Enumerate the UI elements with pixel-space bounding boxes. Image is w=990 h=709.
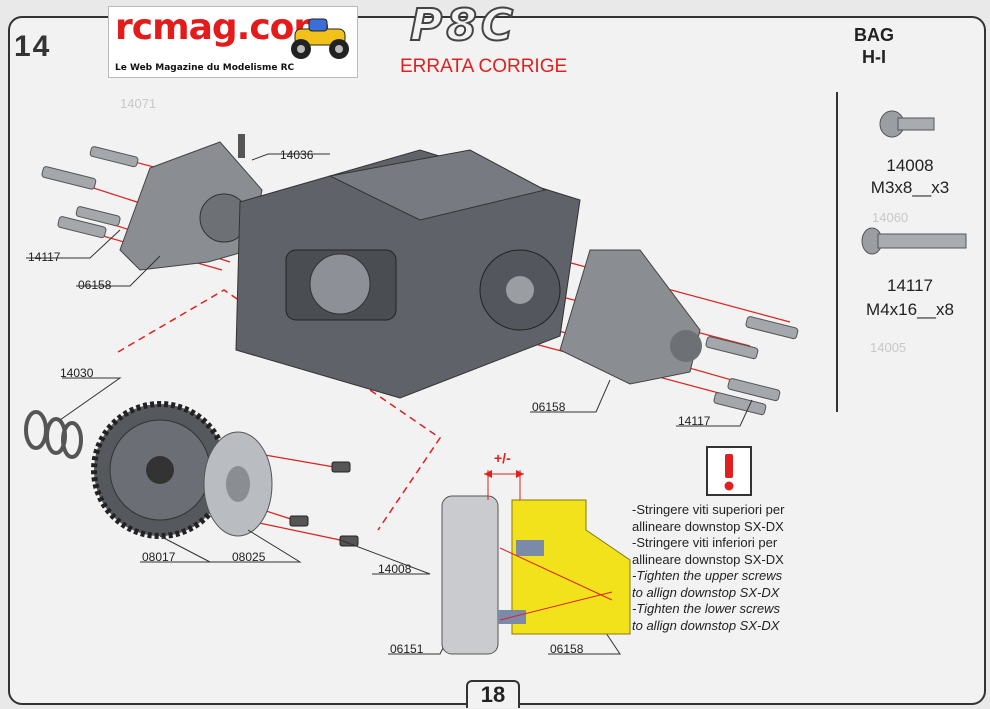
callout-08017: 08017: [142, 550, 176, 564]
ghost-bg-text: 14071: [120, 96, 157, 111]
rcmag-logo[interactable]: rcmag.com Le Web Magazine du Modelisme R…: [108, 6, 358, 78]
side-part-code: 14117: [886, 276, 933, 295]
warning-line: allineare downstop SX-DX: [632, 518, 784, 534]
side-part-code: 14008: [886, 156, 934, 175]
callout-06151: 06151: [390, 642, 424, 656]
warning-line: to allign downstop SX-DX: [632, 617, 780, 633]
callout-14117-left: 14117: [28, 250, 61, 264]
model-title: P8C: [409, 0, 518, 52]
warning-line: -Stringere viti superiori per: [632, 502, 785, 517]
callout-14036: 14036: [280, 148, 314, 162]
warning-text: -Stringere viti superiori per allineare …: [632, 502, 784, 634]
page-number: 18: [466, 680, 520, 708]
screw-m4x16-icon: [861, 227, 967, 255]
warning-line: allineare downstop SX-DX: [632, 551, 784, 567]
warning-line: -Stringere viti inferiori per: [632, 535, 778, 550]
callout-06158-left: 06158: [78, 278, 112, 292]
plus-minus-label: +/-: [494, 450, 511, 466]
callout-14030: 14030: [60, 366, 94, 380]
warning-box: [706, 446, 752, 496]
side-part-spec: M4x16__x8: [866, 300, 954, 319]
logo-tagline: Le Web Magazine du Modelisme RC: [115, 63, 295, 73]
ghost-bg-text: 14005: [870, 340, 907, 355]
side-part-spec: M3x8__x3: [870, 178, 950, 197]
callout-06158-right: 06158: [532, 400, 566, 414]
warning-line: -Tighten the upper screws: [632, 568, 783, 583]
callout-08025: 08025: [232, 550, 266, 564]
bag-line2: H-I: [862, 47, 886, 67]
ghost-bg-text: 14060: [872, 210, 909, 225]
callout-14117-right: 14117: [678, 414, 711, 428]
screw-m3x8-icon: [879, 110, 935, 138]
callout-14008: 14008: [378, 562, 412, 576]
callout-06158-detail: 06158: [550, 642, 584, 656]
warning-line: to allign downstop SX-DX: [632, 584, 780, 600]
errata-heading: ERRATA CORRIGE: [400, 56, 568, 77]
bag-label: BAG H-I: [838, 24, 910, 68]
step-number: 14: [14, 30, 52, 63]
exclamation-icon: [724, 454, 734, 491]
buggy-icon: [291, 18, 349, 59]
bag-line1: BAG: [854, 25, 894, 45]
warning-line: -Tighten the lower screws: [632, 601, 780, 616]
hardware-panel: [836, 92, 980, 412]
